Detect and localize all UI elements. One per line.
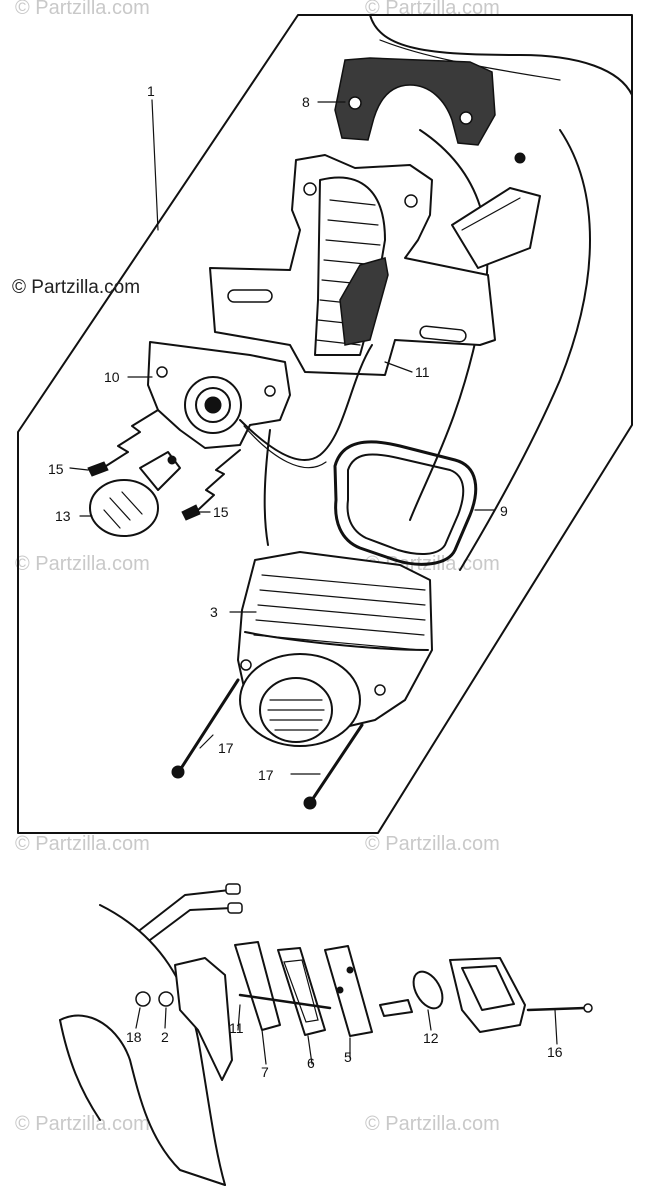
part-3-taillamp bbox=[237, 551, 433, 747]
watermark-faint: © Partzilla.com bbox=[15, 0, 150, 19]
callout-16: 16 bbox=[547, 1044, 563, 1060]
callout-6: 6 bbox=[307, 1055, 315, 1071]
callout-10: 10 bbox=[104, 369, 120, 385]
watermark-partzilla: © Partzilla.com bbox=[12, 277, 140, 298]
callout-11: 11 bbox=[415, 364, 430, 380]
part-10-socket bbox=[147, 341, 373, 469]
part-17-screws bbox=[171, 678, 364, 810]
watermark-faint: © Partzilla.com bbox=[365, 1113, 500, 1135]
part-15-screws bbox=[87, 409, 241, 521]
watermark-faint: © Partzilla.com bbox=[15, 553, 150, 575]
leader-lines bbox=[69, 99, 558, 1065]
callout-15: 15 bbox=[213, 504, 229, 520]
callout-15: 15 bbox=[48, 461, 64, 477]
callout-7: 7 bbox=[261, 1064, 269, 1080]
callout-18: 18 bbox=[126, 1029, 142, 1045]
callout-8: 8 bbox=[302, 94, 310, 110]
part-8-cushion bbox=[334, 57, 496, 146]
callout-2: 2 bbox=[161, 1029, 169, 1045]
lower-assembly bbox=[59, 883, 593, 1186]
callout-17: 17 bbox=[258, 767, 274, 783]
rear-fender bbox=[263, 14, 633, 571]
callout-11: 11 bbox=[229, 1020, 244, 1036]
callouts: 1 8 10 11 15 13 15 9 3 17 17 18 2 11 7 6… bbox=[48, 83, 563, 1080]
callout-12: 12 bbox=[423, 1030, 439, 1046]
callout-17: 17 bbox=[218, 740, 234, 756]
watermark-faint: © Partzilla.com bbox=[365, 0, 500, 19]
callout-13: 13 bbox=[55, 508, 71, 524]
watermark-faint: © Partzilla.com bbox=[15, 1113, 150, 1135]
watermark-faint: © Partzilla.com bbox=[15, 833, 150, 855]
license-bracket bbox=[209, 154, 496, 376]
callout-3: 3 bbox=[210, 604, 218, 620]
callout-5: 5 bbox=[344, 1049, 352, 1065]
callout-1: 1 bbox=[147, 83, 155, 99]
part-9-gasket bbox=[333, 440, 478, 566]
callout-9: 9 bbox=[500, 503, 508, 519]
watermark-faint: © Partzilla.com bbox=[365, 833, 500, 855]
part-13-bulb bbox=[89, 451, 181, 537]
assembly-outline bbox=[17, 14, 633, 834]
